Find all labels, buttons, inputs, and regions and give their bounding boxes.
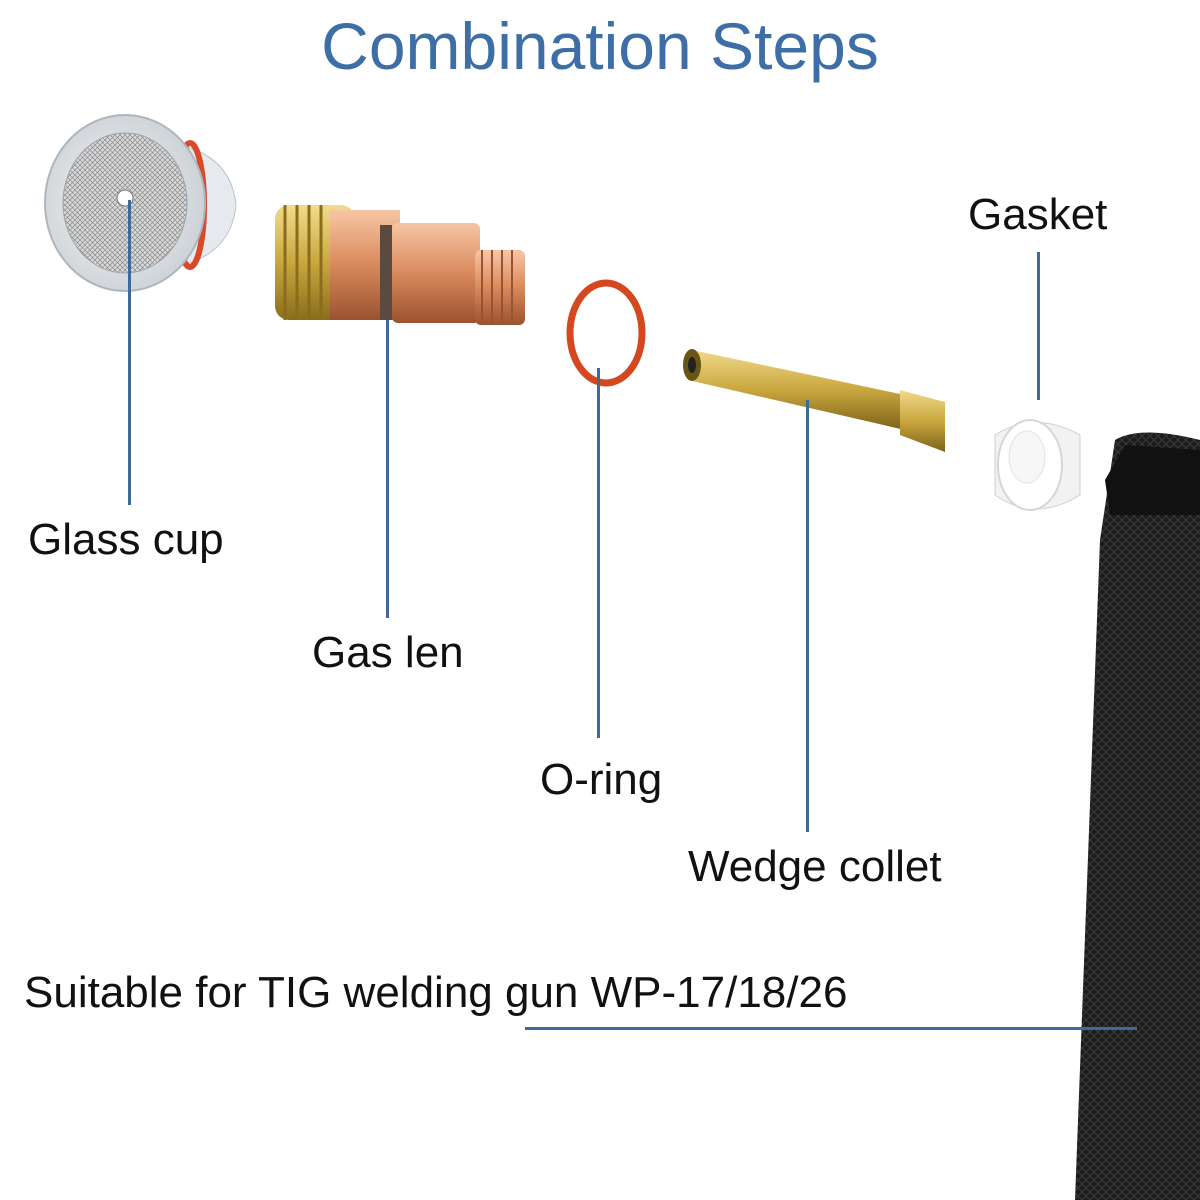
glass-cup-label: Glass cup [28,515,224,564]
gasket-leader-line [1037,252,1040,400]
o-ring-image [566,279,646,387]
gasket-image [994,419,1081,511]
gasket-label: Gasket [968,190,1108,239]
torch-body-image [1075,432,1200,1200]
gas-lens-leader-line [386,320,389,618]
wedge-collet-label: Wedge collet [688,842,942,891]
wedge-collet-leader-line [806,400,809,832]
compatibility-note: Suitable for TIG welding gun WP-17/18/26 [24,968,848,1017]
torch-leader-line [525,1027,1137,1030]
gas-lens-image [275,205,525,325]
gas-lens-label: Gas len [312,628,464,677]
o-ring-label: O-ring [540,755,663,804]
page-title: Combination Steps [321,9,879,83]
glass-cup-image [44,114,237,292]
glass-cup-leader-line [128,200,131,505]
wedge-collet-image [683,349,945,452]
o-ring-leader-line [597,368,600,738]
